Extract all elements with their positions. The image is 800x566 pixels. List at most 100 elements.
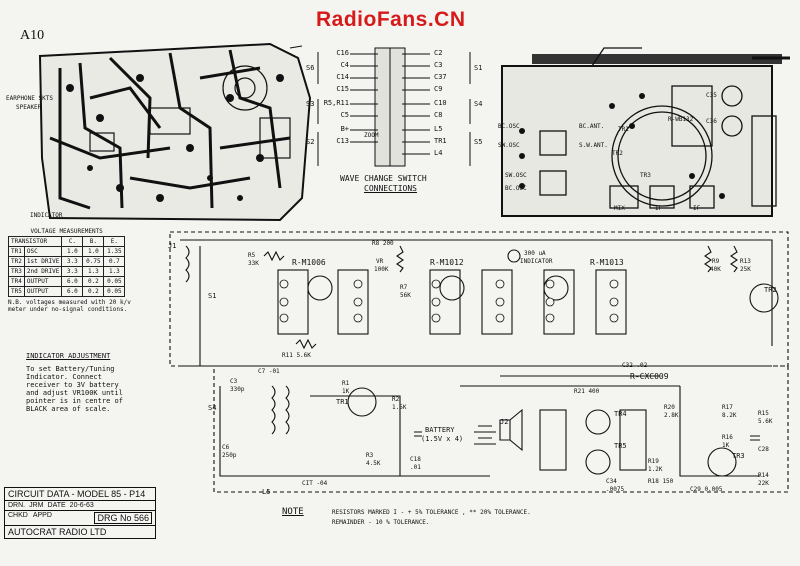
component-label: 250p <box>222 452 237 459</box>
switch-right-label: C9 <box>434 85 443 93</box>
transistor-label: TR4 <box>614 410 627 418</box>
component-label: R14 <box>758 472 769 479</box>
switch-right-label: C37 <box>434 73 447 81</box>
voltage-cell: 6.0 <box>61 276 84 287</box>
component-label: C28 <box>758 446 769 453</box>
component-label: 4.5K <box>366 460 381 467</box>
component-label: C6 <box>222 444 230 451</box>
indicator-adjustment-line: receiver to 3V battery <box>26 381 119 389</box>
switch-left-label: B+ <box>340 125 349 133</box>
chassis-label: SW.OSC <box>505 172 527 179</box>
switch-label: S4 <box>208 404 217 412</box>
component-label: VR <box>376 258 384 265</box>
component-label: R20 <box>664 404 675 411</box>
section-label: S3 <box>306 100 315 108</box>
switch-right-label: C2 <box>434 49 443 57</box>
voltage-cell: 1st DRIVE <box>23 256 63 267</box>
component-label: 33K <box>248 260 259 267</box>
table-row: TR3 2nd DRIVE 3.3 1.3 1.3 <box>8 266 126 277</box>
component-label: 2.8K <box>664 412 679 419</box>
chkd-label: CHKD <box>8 512 28 519</box>
switch-right-label: L4 <box>434 149 443 157</box>
company-name: AUTOCRAT RADIO LTD <box>8 527 107 537</box>
component-label: R9 <box>712 258 720 265</box>
voltage-note: meter under no-signal conditions. <box>8 306 128 313</box>
switch-label: S1 <box>208 292 217 300</box>
drn-label: DRN. <box>8 502 26 509</box>
switch-left-label: C13 <box>336 137 349 145</box>
table-row: TR2 1st DRIVE 3.3 0.75 0.7 <box>8 256 126 267</box>
component-label: CIT -04 <box>302 480 328 487</box>
module-label: R-M1006 <box>292 258 326 267</box>
component-label: R18 150 <box>648 478 674 485</box>
voltage-cell: 1.35 <box>103 246 126 257</box>
voltage-cell: TR3 <box>8 266 25 277</box>
switch-right-label: C8 <box>434 111 443 119</box>
module-label: R-M1012 <box>430 258 464 267</box>
component-label: C18 <box>410 456 421 463</box>
chassis-label: MIX <box>614 205 625 212</box>
component-label: 1.5K <box>392 404 407 411</box>
component-label: 300 uA <box>524 250 546 257</box>
date-label: DATE <box>47 502 66 509</box>
switch-right-label: C3 <box>434 61 443 69</box>
component-label: 100K <box>374 266 389 273</box>
chassis-label: C36 <box>706 118 717 125</box>
chassis-label: TR1 <box>618 126 629 133</box>
chassis-label: S.W.ANT. <box>579 142 608 149</box>
voltage-cell: 0.05 <box>103 286 126 297</box>
date-value: 20-6-63 <box>69 502 94 509</box>
section-label: S2 <box>306 138 315 146</box>
transistor-label: TR5 <box>614 442 627 450</box>
component-label: R1 <box>342 380 350 387</box>
component-label: 1K <box>722 442 730 449</box>
voltage-cell: TR5 <box>8 286 25 297</box>
drn-value: JRM <box>29 502 44 509</box>
section-label: S6 <box>306 64 315 72</box>
zoom-label: ZOOM <box>364 132 379 139</box>
voltage-cell: 1.0 <box>82 246 105 257</box>
wave-change-caption: WAVE CHANGE SWITCH <box>340 174 427 183</box>
component-label: R3 <box>366 452 374 459</box>
component-label: C32 .02 <box>622 362 648 369</box>
module-label: R-M1013 <box>590 258 624 267</box>
note-label: NOTE <box>282 507 304 517</box>
indicator-adjustment-heading: INDICATOR ADJUSTMENT <box>26 352 111 360</box>
switch-right-label: L5 <box>434 125 443 133</box>
component-label: R16 <box>722 434 733 441</box>
transistor-label: TR3 <box>732 452 745 460</box>
component-label: 56K <box>400 292 411 299</box>
component-label: R17 <box>722 404 733 411</box>
circuit-schematic <box>169 231 789 493</box>
voltage-cell: TR4 <box>8 276 25 287</box>
title-block: CIRCUIT DATA - MODEL 85 - P14 DRN. JRM D… <box>4 487 156 539</box>
voltage-cell: 3.3 <box>61 266 84 277</box>
section-label: S1 <box>474 64 483 72</box>
chassis-label: BC.OSC <box>505 185 527 192</box>
voltage-cell: 0.75 <box>82 256 105 267</box>
component-label: INDICATOR <box>520 258 553 265</box>
jack-label: J2 <box>500 418 509 426</box>
indicator-label: INDICATOR <box>30 212 63 219</box>
component-label: C34 <box>606 478 617 485</box>
component-label: R19 <box>648 458 659 465</box>
speaker-label: SPEAKER <box>16 104 42 111</box>
chassis-label: TR3 <box>640 172 651 179</box>
voltage-cell: TR2 <box>8 256 25 267</box>
wave-change-caption-2: CONNECTIONS <box>364 184 417 193</box>
wave-change-switch-diagram <box>317 47 471 167</box>
component-label: R2 <box>392 396 400 403</box>
indicator-adjustment-line: pointer is in centre of <box>26 397 123 405</box>
voltage-cell: 1.0 <box>61 246 84 257</box>
jack-label: J1 <box>168 242 177 250</box>
pcb-layout-diagram <box>38 42 312 222</box>
module-label: R-CXC009 <box>630 372 669 381</box>
table-row: TR1 OSC 1.0 1.0 1.35 <box>8 246 126 257</box>
chassis-label: BC.ANT. <box>579 123 605 130</box>
component-label: R13 <box>740 258 751 265</box>
chassis-label: BC.OSC <box>498 123 520 130</box>
voltage-cell: 0.7 <box>103 256 126 267</box>
earphone-label: EARPHONE SKTS <box>6 95 53 102</box>
component-label: L5 <box>262 488 271 496</box>
chassis-label: R-WB132 <box>668 116 694 123</box>
